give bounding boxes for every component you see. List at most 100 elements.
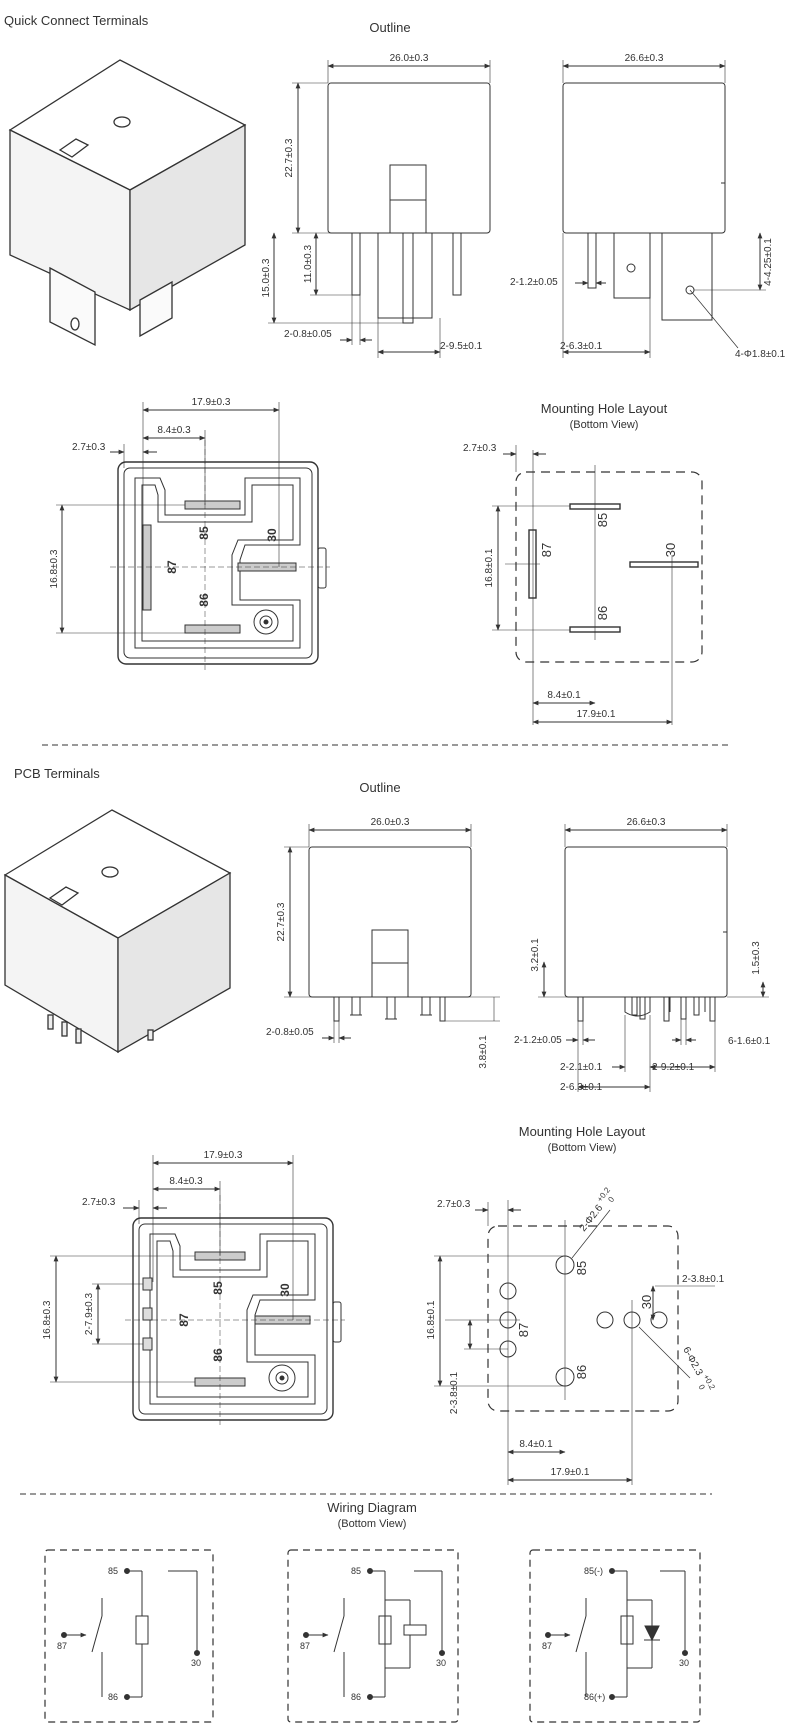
qc-bottom-pin-85: 85 bbox=[197, 526, 211, 540]
wiring-heading: Wiring Diagram bbox=[327, 1500, 417, 1515]
qc-front-width-dim: 26.0±0.3 bbox=[390, 53, 429, 64]
qc-side-hole-pos-dim: 4-4.25±0.1 bbox=[763, 238, 774, 286]
qc-mounting-subheading: (Bottom View) bbox=[570, 419, 639, 431]
wiring-diagram-basic bbox=[44, 1549, 214, 1723]
pcb-mounting-layout bbox=[434, 1200, 715, 1485]
qc-bottom-w2-dim: 8.4±0.3 bbox=[157, 425, 191, 436]
pcb-layout-w3-dim: 2.7±0.3 bbox=[437, 1199, 471, 1210]
qc-mounting-layout bbox=[492, 445, 703, 725]
pcb-front-pin-thk-dim: 2-0.8±0.05 bbox=[266, 1027, 314, 1038]
pcb-layout-right-dim: 2-3.8±0.1 bbox=[682, 1274, 725, 1285]
qc-bottom-w1-dim: 17.9±0.3 bbox=[192, 397, 231, 408]
qc-front-term-pitch-dim: 2-9.5±0.1 bbox=[440, 341, 483, 352]
pcb-front-width-dim: 26.0±0.3 bbox=[371, 817, 410, 828]
pcb-layout-pin-87: 87 bbox=[516, 1323, 531, 1337]
qc-layout-pin-86: 86 bbox=[595, 606, 610, 620]
pcb-bottom-pin-86: 86 bbox=[211, 1348, 225, 1362]
wiring-subheading: (Bottom View) bbox=[338, 1518, 407, 1530]
qc-layout-pin-87: 87 bbox=[539, 543, 554, 557]
pcb-layout-pin-85: 85 bbox=[574, 1261, 589, 1275]
wire3-pin-86: 86(+) bbox=[584, 1692, 605, 1702]
wire1-pin-87: 87 bbox=[57, 1641, 67, 1651]
pcb-side-thk-dim: 2-1.2±0.05 bbox=[514, 1035, 562, 1046]
wire3-pin-87: 87 bbox=[542, 1641, 552, 1651]
wiring-diagram-resistor bbox=[287, 1549, 459, 1723]
pcb-mounting-heading: Mounting Hole Layout bbox=[519, 1124, 646, 1139]
qc-front-height-dim: 22.7±0.3 bbox=[284, 138, 295, 177]
pcb-layout-pin-86: 86 bbox=[574, 1365, 589, 1379]
pcb-layout-pin-30: 30 bbox=[639, 1295, 654, 1309]
pcb-bottom-w1-dim: 17.9±0.3 bbox=[204, 1150, 243, 1161]
pcb-front-view bbox=[284, 824, 500, 1043]
pcb-side-standoff2-dim: 1.5±0.3 bbox=[751, 941, 762, 975]
pcb-bottom-view bbox=[50, 1155, 345, 1425]
pcb-relay-3d-view bbox=[3, 809, 232, 1054]
qc-layout-pin-30: 30 bbox=[663, 543, 678, 557]
qc-front-term-thk-dim: 2-0.8±0.05 bbox=[284, 329, 332, 340]
pcb-side-w3-dim: 2-9.2±0.1 bbox=[652, 1062, 695, 1073]
qc-front-term-len-dim: 11.0±0.3 bbox=[303, 245, 314, 284]
qc-side-term-width-dim: 2-6.3±0.1 bbox=[560, 341, 603, 352]
pcb-layout-small-hole-label: 6-Φ2.3 bbox=[680, 1345, 704, 1378]
qc-front-view bbox=[268, 60, 491, 358]
pcb-bottom-h-dim: 16.8±0.3 bbox=[42, 1300, 53, 1339]
pcb-layout-big-hole-label: 2-Φ2.6 bbox=[578, 1202, 606, 1233]
wire1-pin-30: 30 bbox=[191, 1658, 201, 1668]
qc-layout-w1-dim: 17.9±0.1 bbox=[577, 709, 616, 720]
pcb-side-w4-dim: 6-1.6±0.1 bbox=[728, 1036, 771, 1047]
qc-bottom-pin-30: 30 bbox=[265, 528, 279, 542]
pcb-layout-w2-dim: 8.4±0.1 bbox=[519, 1439, 553, 1450]
wire3-pin-30: 30 bbox=[679, 1658, 689, 1668]
qc-side-width-dim: 26.6±0.3 bbox=[625, 53, 664, 64]
qc-relay-3d-view bbox=[8, 59, 247, 347]
qc-layout-pin-85: 85 bbox=[595, 513, 610, 527]
pcb-layout-small-hole-dim: 6-Φ2.3 +0.2 0 bbox=[678, 1343, 719, 1398]
qc-layout-w2-dim: 8.4±0.1 bbox=[547, 690, 581, 701]
pcb-outline-heading: Outline bbox=[359, 780, 400, 795]
pcb-side-w2-dim: 2-6.3±0.1 bbox=[560, 1082, 603, 1093]
pcb-layout-big-hole-tol-zero: 0 bbox=[606, 1195, 616, 1204]
qc-front-total-len-dim: 15.0±0.3 bbox=[261, 258, 272, 297]
wire1-pin-86: 86 bbox=[108, 1692, 118, 1702]
qc-bottom-pin-86: 86 bbox=[197, 593, 211, 607]
pcb-layout-small-hole-tol-zero: 0 bbox=[697, 1383, 707, 1392]
pcb-layout-big-hole-dim: 2-Φ2.6 +0.2 0 bbox=[574, 1183, 621, 1236]
qc-bottom-w3-dim: 2.7±0.3 bbox=[72, 442, 106, 453]
pcb-bottom-pin-85: 85 bbox=[211, 1281, 225, 1295]
qc-side-term-thk-dim: 2-1.2±0.05 bbox=[510, 277, 558, 288]
pcb-mounting-subheading: (Bottom View) bbox=[548, 1142, 617, 1154]
pcb-section-title: PCB Terminals bbox=[14, 766, 100, 781]
qc-bottom-h-dim: 16.8±0.3 bbox=[49, 549, 60, 588]
wiring-diagram-diode bbox=[529, 1549, 701, 1723]
wire3-pin-85: 85(-) bbox=[584, 1566, 603, 1576]
wire2-pin-87: 87 bbox=[300, 1641, 310, 1651]
pcb-side-width-dim: 26.6±0.3 bbox=[627, 817, 666, 828]
pcb-side-w1-dim: 2-2.1±0.1 bbox=[560, 1062, 603, 1073]
qc-side-hole-dia-dim: 4-Φ1.8±0.1 bbox=[735, 349, 786, 360]
wire2-pin-85: 85 bbox=[351, 1566, 361, 1576]
qc-layout-h-dim: 16.8±0.1 bbox=[484, 548, 495, 587]
wire1-pin-85: 85 bbox=[108, 1566, 118, 1576]
pcb-bottom-pin-87: 87 bbox=[177, 1313, 191, 1327]
pcb-front-height-dim: 22.7±0.3 bbox=[276, 902, 287, 941]
qc-mounting-heading: Mounting Hole Layout bbox=[541, 401, 668, 416]
pcb-side-view bbox=[538, 824, 769, 1092]
qc-outline-heading: Outline bbox=[369, 20, 410, 35]
qc-side-view bbox=[562, 60, 766, 358]
pcb-bottom-w2-dim: 8.4±0.3 bbox=[169, 1176, 203, 1187]
pcb-bottom-h2-dim: 2-7.9±0.3 bbox=[84, 1292, 95, 1335]
qc-bottom-view bbox=[56, 402, 330, 670]
wire2-pin-30: 30 bbox=[436, 1658, 446, 1668]
pcb-front-pin-len-dim: 3.8±0.1 bbox=[478, 1035, 489, 1069]
qc-bottom-pin-87: 87 bbox=[165, 560, 179, 574]
pcb-bottom-w3-dim: 2.7±0.3 bbox=[82, 1197, 116, 1208]
pcb-layout-hs-dim: 2-3.8±0.1 bbox=[449, 1371, 460, 1414]
qc-layout-w3-dim: 2.7±0.3 bbox=[463, 443, 497, 454]
pcb-side-standoff-dim: 3.2±0.1 bbox=[530, 938, 541, 972]
qc-section-title: Quick Connect Terminals bbox=[4, 13, 149, 28]
pcb-bottom-pin-30: 30 bbox=[278, 1283, 292, 1297]
pcb-layout-h-dim: 16.8±0.1 bbox=[426, 1300, 437, 1339]
wire2-pin-86: 86 bbox=[351, 1692, 361, 1702]
pcb-layout-w1-dim: 17.9±0.1 bbox=[551, 1467, 590, 1478]
